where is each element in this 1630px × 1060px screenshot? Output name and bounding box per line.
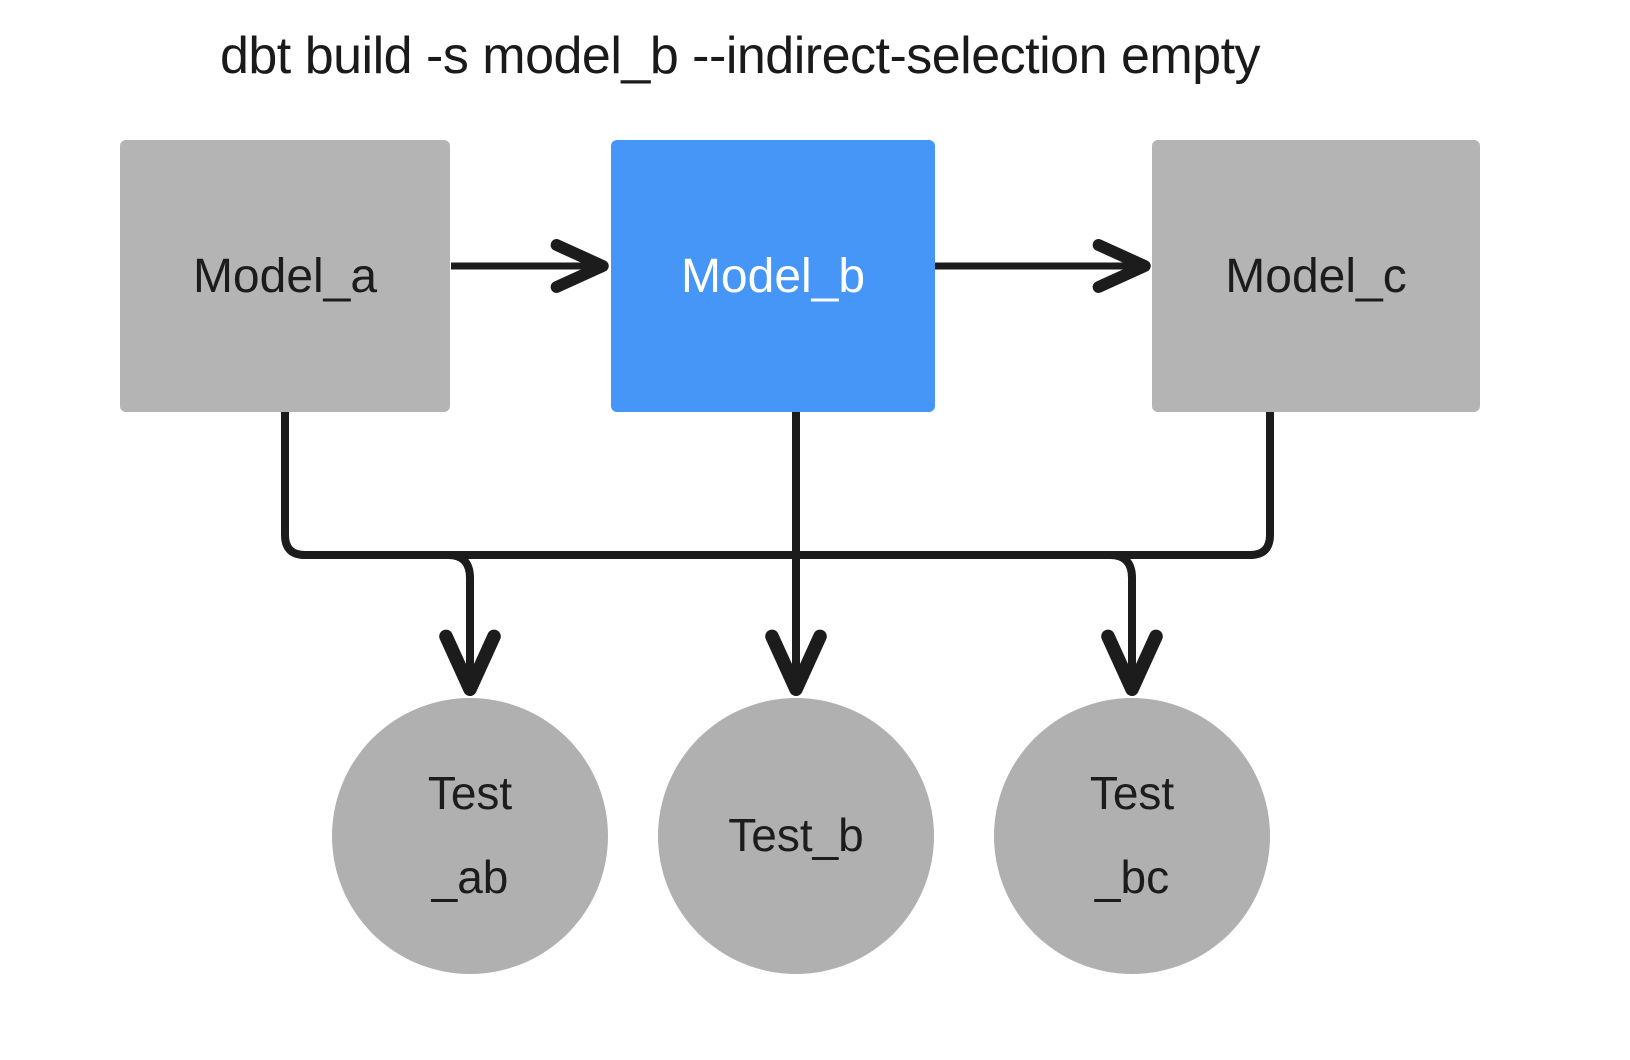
node-test-ab-label-line2: _ab <box>431 851 509 903</box>
node-model-b[interactable]: Model_b <box>611 140 935 412</box>
node-model-c-label: Model_c <box>1225 249 1407 303</box>
node-model-a-label: Model_a <box>192 249 378 303</box>
node-test-ab[interactable]: Test _ab <box>332 698 608 974</box>
node-test-ab-label-line1: Test <box>427 767 513 820</box>
node-test-bc-label-line2: _bc <box>1094 851 1170 903</box>
node-test-b[interactable]: Test_b <box>658 698 934 974</box>
node-test-bc[interactable]: Test _bc <box>994 698 1270 974</box>
node-model-b-label: Model_b <box>680 249 866 303</box>
diagram-title: dbt build -s model_b --indirect-selectio… <box>219 27 1261 85</box>
edge-model-a-bus <box>281 408 1254 559</box>
node-test-bc-label-line1: Test <box>1089 767 1175 820</box>
edge-model-c-bus <box>301 408 1274 559</box>
node-model-a[interactable]: Model_a <box>120 140 450 412</box>
node-model-c[interactable]: Model_c <box>1152 140 1480 412</box>
edge-bus-to-test-bc <box>1101 551 1163 697</box>
node-test-b-label: Test_b <box>728 809 864 862</box>
edge-bus-to-test-ab <box>439 551 501 697</box>
